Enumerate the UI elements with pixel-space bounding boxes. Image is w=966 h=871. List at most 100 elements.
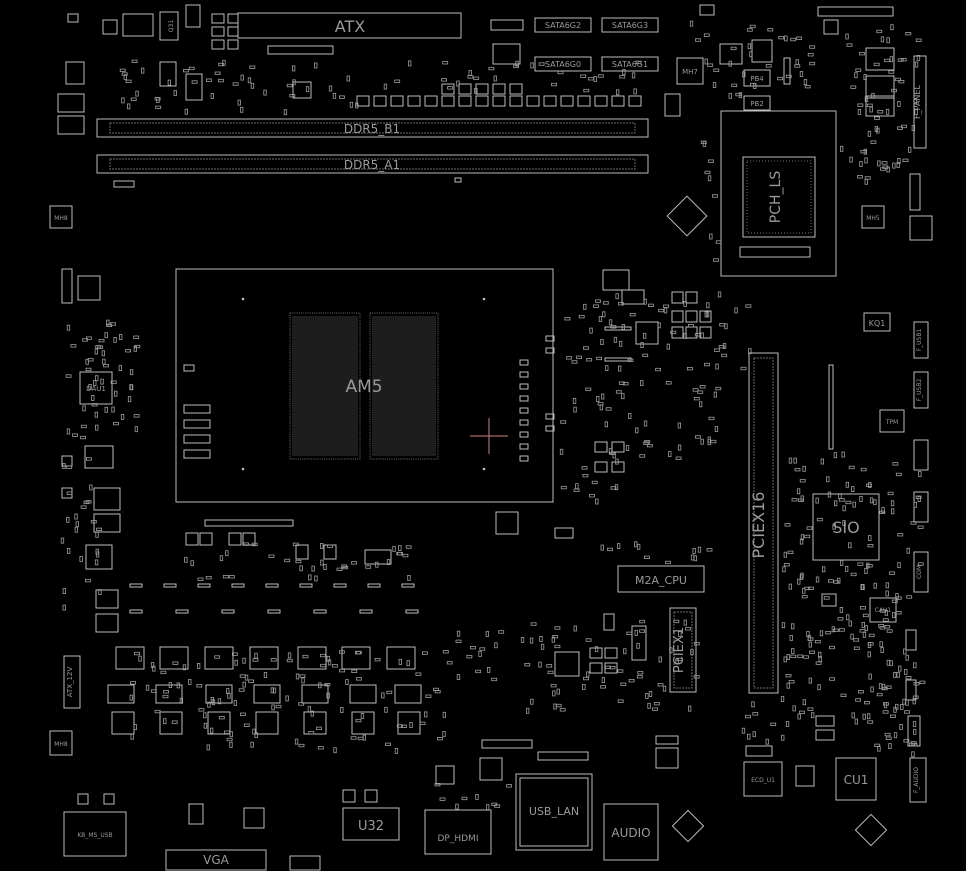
smd-component: [302, 654, 309, 659]
smd-component: [550, 684, 557, 688]
smd-component: [318, 682, 322, 689]
smd-component: [851, 486, 855, 493]
smd-component: [94, 411, 98, 418]
smd-component: [710, 439, 717, 444]
smd-component: [214, 71, 221, 75]
smd-component: [801, 595, 808, 599]
smd-component: [622, 381, 629, 386]
smd-component: [688, 323, 694, 328]
smd-component: [605, 407, 612, 411]
smd-component: [356, 677, 362, 681]
smd-component: [795, 59, 799, 66]
smd-component: [524, 663, 531, 667]
smd-component: [799, 574, 804, 580]
smd-component: [884, 58, 890, 63]
smd-component: [441, 78, 448, 82]
smd-component: [912, 721, 917, 727]
smd-component: [903, 648, 907, 655]
smd-component: [663, 307, 668, 314]
smd-component: [345, 679, 349, 685]
smd-component: [593, 304, 599, 308]
smd-component: [530, 698, 534, 705]
smd-component: [890, 24, 894, 31]
smd-component: [862, 631, 867, 638]
smd-component: [581, 466, 588, 470]
smd-component: [781, 622, 786, 629]
smd-component: [65, 374, 72, 378]
smd-component: [87, 358, 94, 362]
smd-component: [913, 501, 917, 508]
smd-component: [473, 76, 480, 80]
smd-component: [249, 65, 256, 69]
smd-component: [901, 124, 907, 129]
smd-component: [205, 78, 212, 82]
smd-component: [886, 166, 890, 173]
smd-component: [917, 496, 921, 503]
smd-component: [93, 380, 97, 386]
smd-component: [864, 625, 868, 632]
smd-component: [792, 705, 796, 712]
smd-component: [456, 80, 460, 87]
smd-component: [595, 299, 601, 303]
smd-component: [415, 672, 422, 676]
smd-component: [268, 554, 275, 558]
smd-component: [121, 72, 128, 76]
smd-component: [905, 32, 912, 36]
smd-component: [270, 687, 275, 694]
smd-component: [226, 688, 230, 694]
smd-component: [895, 472, 902, 477]
smd-component: [80, 435, 86, 440]
smd-component: [424, 711, 428, 718]
mh8-hole-bottom: MH8: [49, 730, 73, 756]
smd-component: [783, 551, 787, 558]
smd-component: [456, 674, 461, 680]
smd-component: [479, 647, 486, 651]
smd-component: [620, 682, 627, 686]
smd-component: [803, 655, 809, 659]
smd-component: [714, 426, 719, 432]
smd-component: [895, 611, 902, 615]
smd-component: [895, 593, 899, 599]
smd-component: [324, 683, 331, 687]
smd-component: [622, 69, 626, 75]
smd-component: [595, 498, 599, 505]
dau1-chip: DAU1: [79, 371, 113, 405]
smd-component: [714, 348, 720, 352]
smd-component: [66, 428, 71, 435]
smd-component: [675, 658, 679, 665]
smd-component: [401, 724, 407, 728]
smd-component: [866, 103, 873, 107]
smd-component: [855, 68, 862, 72]
smd-component: [173, 90, 177, 96]
smd-component: [467, 75, 474, 79]
svg-text:USB_LAN: USB_LAN: [529, 805, 579, 818]
smd-component: [224, 730, 230, 734]
svg-text:VGA: VGA: [203, 853, 230, 867]
smd-component: [800, 495, 804, 502]
smd-component: [529, 637, 534, 644]
smd-component: [232, 82, 239, 86]
smd-component: [913, 98, 918, 105]
smd-component: [100, 378, 104, 385]
smd-component: [97, 345, 104, 349]
smd-component: [437, 737, 443, 741]
svg-text:DAU1: DAU1: [86, 385, 106, 393]
smd-component: [890, 714, 896, 718]
smd-component: [573, 625, 577, 632]
smd-component: [103, 363, 109, 368]
smd-component: [341, 564, 348, 568]
smd-component: [914, 109, 918, 116]
smd-component: [747, 43, 751, 50]
smd-component: [461, 796, 468, 801]
smd-component: [474, 88, 478, 94]
smd-component: [796, 36, 802, 40]
smd-component: [182, 664, 187, 671]
smd-component: [796, 488, 801, 495]
smd-component: [402, 553, 409, 558]
smd-component: [130, 681, 137, 685]
smd-component: [560, 420, 567, 424]
smd-component: [665, 560, 671, 565]
smd-component: [793, 457, 797, 464]
smd-component: [676, 657, 683, 662]
smd-component: [704, 311, 708, 318]
